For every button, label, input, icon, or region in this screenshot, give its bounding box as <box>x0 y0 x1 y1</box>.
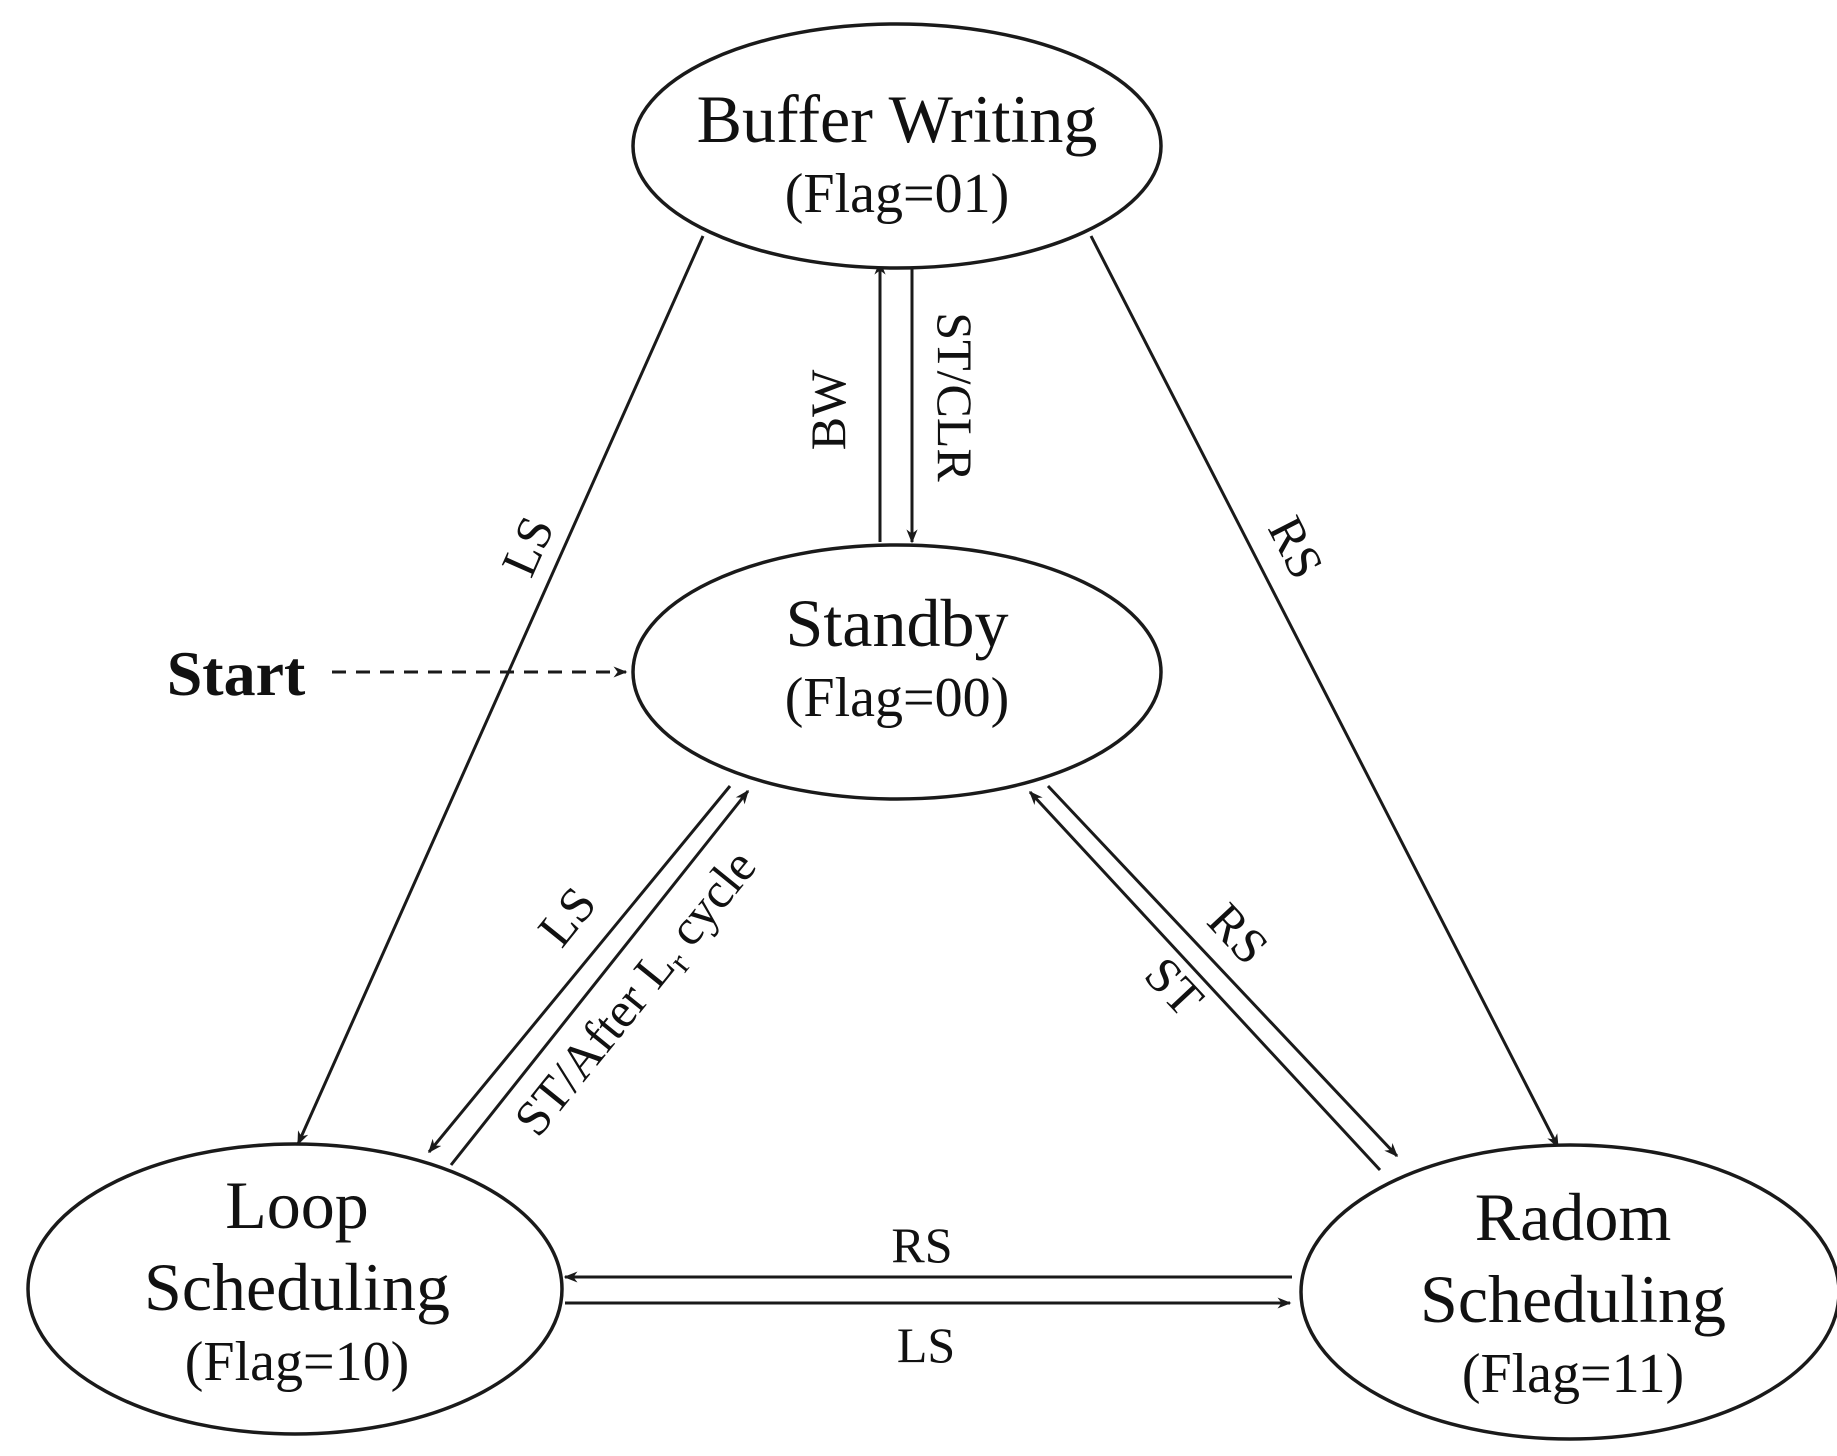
label-standby-to-loop: LS <box>527 876 607 957</box>
state-random-scheduling-label-line2: Scheduling <box>1420 1261 1726 1337</box>
state-buffer-writing-label: Buffer Writing <box>697 81 1098 157</box>
start-label: Start <box>167 638 306 709</box>
edge-random-to-standby <box>1028 790 1382 1172</box>
edge-standby-to-random <box>1046 784 1399 1158</box>
state-loop-scheduling: Loop Scheduling (Flag=10) <box>26 1142 564 1436</box>
label-buffer-writing-to-random: RS <box>1257 507 1335 587</box>
state-standby: Standby (Flag=00) <box>631 543 1163 801</box>
state-random-scheduling-flag: (Flag=11) <box>1462 1343 1684 1405</box>
state-loop-scheduling-flag: (Flag=10) <box>185 1331 409 1393</box>
state-standby-flag: (Flag=00) <box>785 667 1009 729</box>
state-loop-scheduling-label-line1: Loop <box>225 1167 369 1243</box>
edge-loop-to-standby <box>449 789 750 1166</box>
state-buffer-writing: Buffer Writing (Flag=01) <box>631 22 1163 270</box>
label-loop-to-standby: ST/After Lr cycle <box>503 839 772 1151</box>
label-random-to-loop: RS <box>891 1217 952 1273</box>
label-standby-to-buffer-writing: BW <box>800 369 856 450</box>
state-random-scheduling-label-line1: Radom <box>1475 1179 1671 1255</box>
edge-buffer-writing-to-loop <box>296 235 705 1146</box>
label-loop-to-random: LS <box>897 1317 955 1373</box>
state-buffer-writing-flag: (Flag=01) <box>785 163 1009 225</box>
state-random-scheduling: Radom Scheduling (Flag=11) <box>1299 1143 1837 1441</box>
edge-buffer-writing-to-random <box>1089 235 1560 1149</box>
edge-standby-to-loop <box>427 785 732 1154</box>
label-buffer-writing-to-standby: ST/CLR <box>927 312 983 482</box>
state-standby-label: Standby <box>786 585 1009 661</box>
label-random-to-standby: ST <box>1134 946 1215 1027</box>
state-loop-scheduling-label-line2: Scheduling <box>144 1249 450 1325</box>
label-standby-to-random: RS <box>1197 892 1280 975</box>
